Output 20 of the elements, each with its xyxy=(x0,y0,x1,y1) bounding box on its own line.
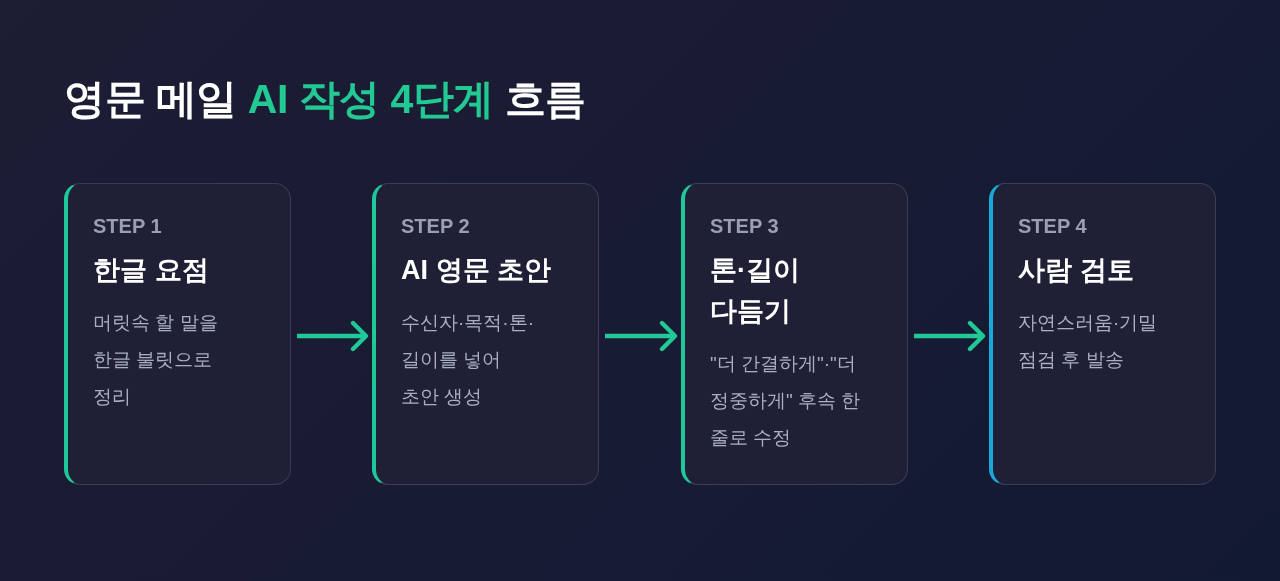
step-heading: 톤·길이 다듬기 xyxy=(710,254,801,328)
step-card xyxy=(681,183,908,485)
step-heading: 한글 요점 xyxy=(93,254,210,287)
arrow xyxy=(605,320,678,352)
step-description: "더 간결하게"·"더 정중하게" 후속 한 줄로 수정 xyxy=(710,352,862,450)
arrow xyxy=(297,320,369,352)
step-label: STEP 2 xyxy=(401,214,470,239)
step-label: STEP 4 xyxy=(1018,214,1087,239)
step-card xyxy=(64,183,291,485)
step-card xyxy=(372,183,599,485)
step-heading: 사람 검토 xyxy=(1018,254,1135,287)
step-heading: AI 영문 초안 xyxy=(401,254,552,287)
arrow xyxy=(914,320,986,352)
step-description: 머릿속 할 말을 한글 불릿으로 정리 xyxy=(93,311,219,409)
step-label: STEP 3 xyxy=(710,214,779,239)
step-label: STEP 1 xyxy=(93,214,162,239)
title: 영문 메일 AI 작성 4단계 흐름 xyxy=(64,75,586,124)
step-description: 수신자·목적·톤· 길이를 넣어 초안 생성 xyxy=(401,311,535,409)
step-description: 자연스러움·기밀 점검 후 발송 xyxy=(1018,311,1159,372)
step-card xyxy=(989,183,1216,485)
